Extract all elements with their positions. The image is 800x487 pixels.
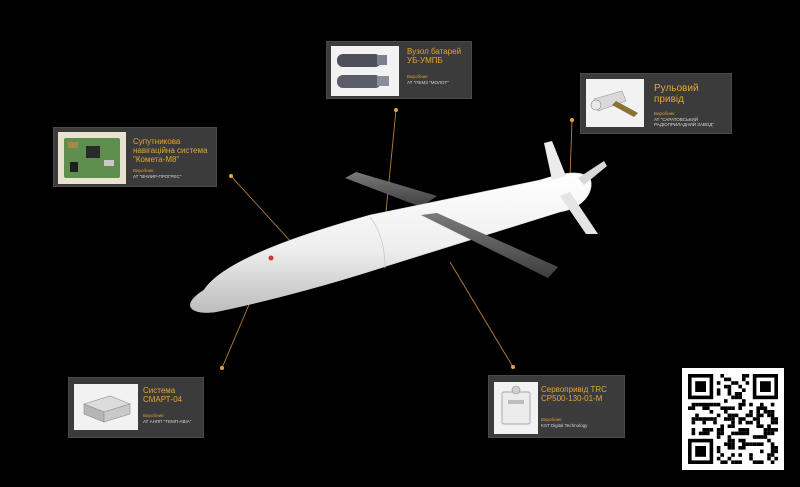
gnss-board-photo <box>58 132 126 184</box>
actuator-icon <box>590 90 638 117</box>
actuator-title: Рульовий привід <box>654 83 699 105</box>
leader-line-gnss <box>230 175 293 244</box>
leader-dot-smart <box>220 366 224 370</box>
gnss-title: Супутникова навігаційна система "Комета-… <box>133 137 208 164</box>
missile-tail-fin-rear <box>578 161 607 185</box>
missile-marker <box>268 255 274 261</box>
servo-maker-label: Виробник: <box>541 417 563 422</box>
battery-title: Вузол батарей УБ-УМПБ <box>407 47 462 65</box>
smart-maker-label: Виробник: <box>143 413 165 418</box>
servo-icon <box>501 385 531 425</box>
leader-dot-battery <box>394 108 398 112</box>
missile-body <box>190 172 592 313</box>
qr-code-icon[interactable] <box>682 368 784 470</box>
battery-maker: АТ "ПЕМЗ "МОЛОТ" <box>407 80 449 85</box>
component-card-servo: Сервопривід TRC CP500-130-01-M Виробник:… <box>488 375 625 438</box>
component-card-actuator: Рульовий привід Виробник: АТ "САРАТОВСЬК… <box>580 73 732 134</box>
leader-dot-servo <box>511 365 515 369</box>
battery-photo <box>331 46 399 96</box>
missile-tail-fin-bottom <box>560 192 598 234</box>
missile-front-wing <box>421 213 558 278</box>
leader-line-actuator <box>569 119 573 179</box>
leader-lines <box>221 109 573 369</box>
component-card-battery: Вузол батарей УБ-УМПБ Виробник: АТ "ПЕМЗ… <box>326 41 472 99</box>
leader-line-servo <box>449 261 514 368</box>
servo-maker: KST Digital Technology <box>541 423 588 428</box>
actuator-photo <box>586 79 644 127</box>
battery-maker-label: Виробник: <box>407 74 429 79</box>
leader-dot-gnss <box>229 174 233 178</box>
servo-photo <box>494 382 538 434</box>
smart-photo <box>74 384 138 430</box>
actuator-maker: АТ "САРАТОВСЬКИЙ РАДІОПРИЛАДНИЙ ЗАВОД" <box>654 117 714 127</box>
missile-back-wing <box>345 172 437 207</box>
component-card-smart: Система СМАРТ-04 Виробник: АТ АНПП "ТЕМП… <box>68 377 204 438</box>
device-box-icon <box>83 395 131 423</box>
leader-dots <box>220 108 574 370</box>
missile-tail-fin-top <box>544 141 566 180</box>
smart-title: Система СМАРТ-04 <box>143 386 183 404</box>
missile-seam <box>369 216 386 269</box>
leader-line-battery <box>385 109 397 213</box>
gnss-maker-label: Виробник: <box>133 168 155 173</box>
leader-line-smart <box>221 299 252 369</box>
leader-dot-actuator <box>570 118 574 122</box>
smart-maker: АТ АНПП "ТЕМП-АВІА" <box>143 419 192 424</box>
component-card-gnss: Супутникова навігаційна система "Комета-… <box>53 127 217 187</box>
gnss-maker: АТ "ВНИИР-ПРОГРЕС" <box>133 174 182 179</box>
actuator-maker-label: Виробник: <box>654 111 676 116</box>
battery-pack-icon <box>337 54 389 88</box>
circuit-board-icon <box>64 138 120 178</box>
qr-code-pattern <box>688 374 778 464</box>
servo-title: Сервопривід TRC CP500-130-01-M <box>541 385 607 403</box>
